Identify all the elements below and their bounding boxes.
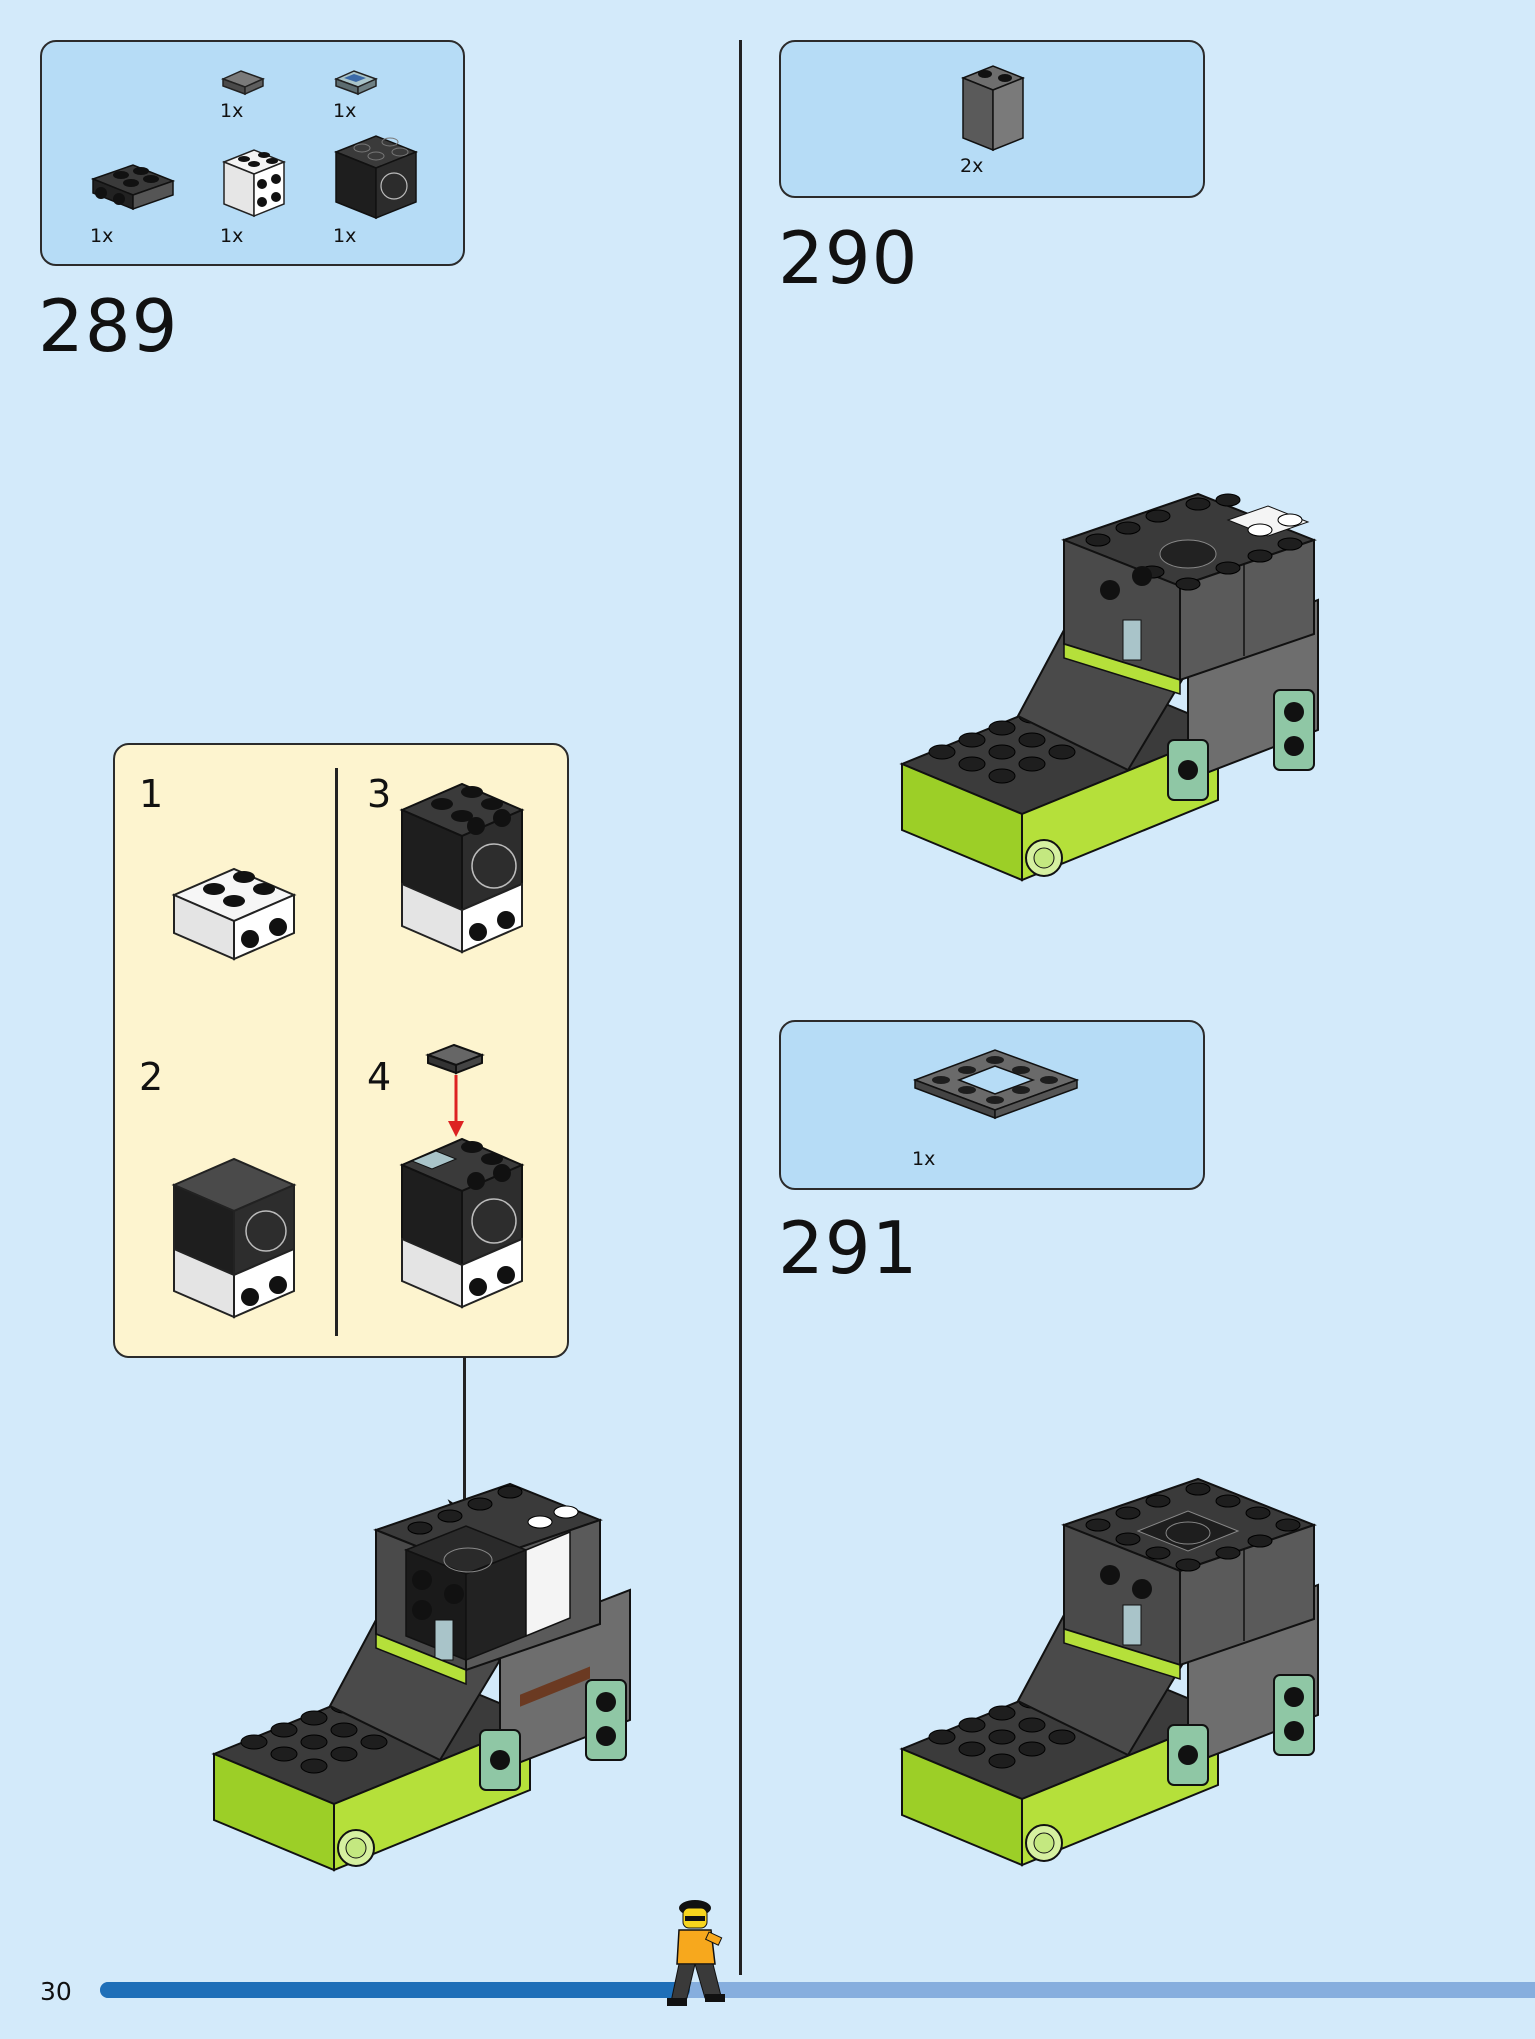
part-qty: 1x — [220, 225, 244, 247]
vehicle-model-step-290 — [899, 492, 1319, 882]
vehicle-model-step-291 — [899, 1477, 1319, 1867]
substep-3-assembly-icon — [399, 782, 525, 954]
parts-list-step-290: 2x — [779, 40, 1205, 198]
substep-number: 3 — [367, 772, 392, 816]
part-qty: 2x — [960, 155, 984, 177]
substep-divider — [335, 768, 338, 1336]
page-divider — [739, 40, 742, 1975]
black-brick-on-white-substep-2-icon — [171, 1157, 297, 1319]
parts-list-step-289: 1x 1x 1x 1x 1x — [40, 40, 465, 266]
step-number-289: 289 — [38, 284, 179, 368]
dark-gray-frame-plate-icon — [912, 1049, 1080, 1120]
vehicle-model-step-289 — [211, 1482, 631, 1872]
part-qty: 1x — [333, 100, 357, 122]
progress-bar — [100, 1982, 1535, 1998]
callout-connector-line — [463, 1357, 466, 1517]
progress-bar-filled — [100, 1982, 690, 1998]
substep-number: 1 — [139, 772, 164, 816]
printed-keypad-tile-icon — [333, 70, 379, 96]
parts-list-step-291: 1x — [779, 1020, 1205, 1190]
black-printed-brick-icon — [333, 135, 419, 220]
white-brick-side-studs-icon — [221, 149, 287, 218]
minifigure-runner-icon — [667, 1900, 725, 2006]
part-qty: 1x — [912, 1148, 936, 1170]
part-qty: 1x — [90, 225, 114, 247]
black-plate-side-studs-icon — [90, 164, 176, 211]
substep-number: 4 — [367, 1055, 392, 1099]
dark-gray-brick-1x2x2-icon — [960, 65, 1026, 152]
part-qty: 1x — [333, 225, 357, 247]
step-number-290: 290 — [778, 216, 919, 300]
substep-number: 2 — [139, 1055, 164, 1099]
part-qty: 1x — [220, 100, 244, 122]
dark-gray-tile-icon — [220, 70, 266, 96]
substep-callout: 1 2 3 4 — [113, 743, 569, 1358]
page-number: 30 — [40, 1977, 72, 2006]
white-brick-substep-1-icon — [171, 867, 297, 961]
step-number-291: 291 — [778, 1206, 919, 1290]
substep-4-assembly-icon — [399, 1043, 525, 1309]
